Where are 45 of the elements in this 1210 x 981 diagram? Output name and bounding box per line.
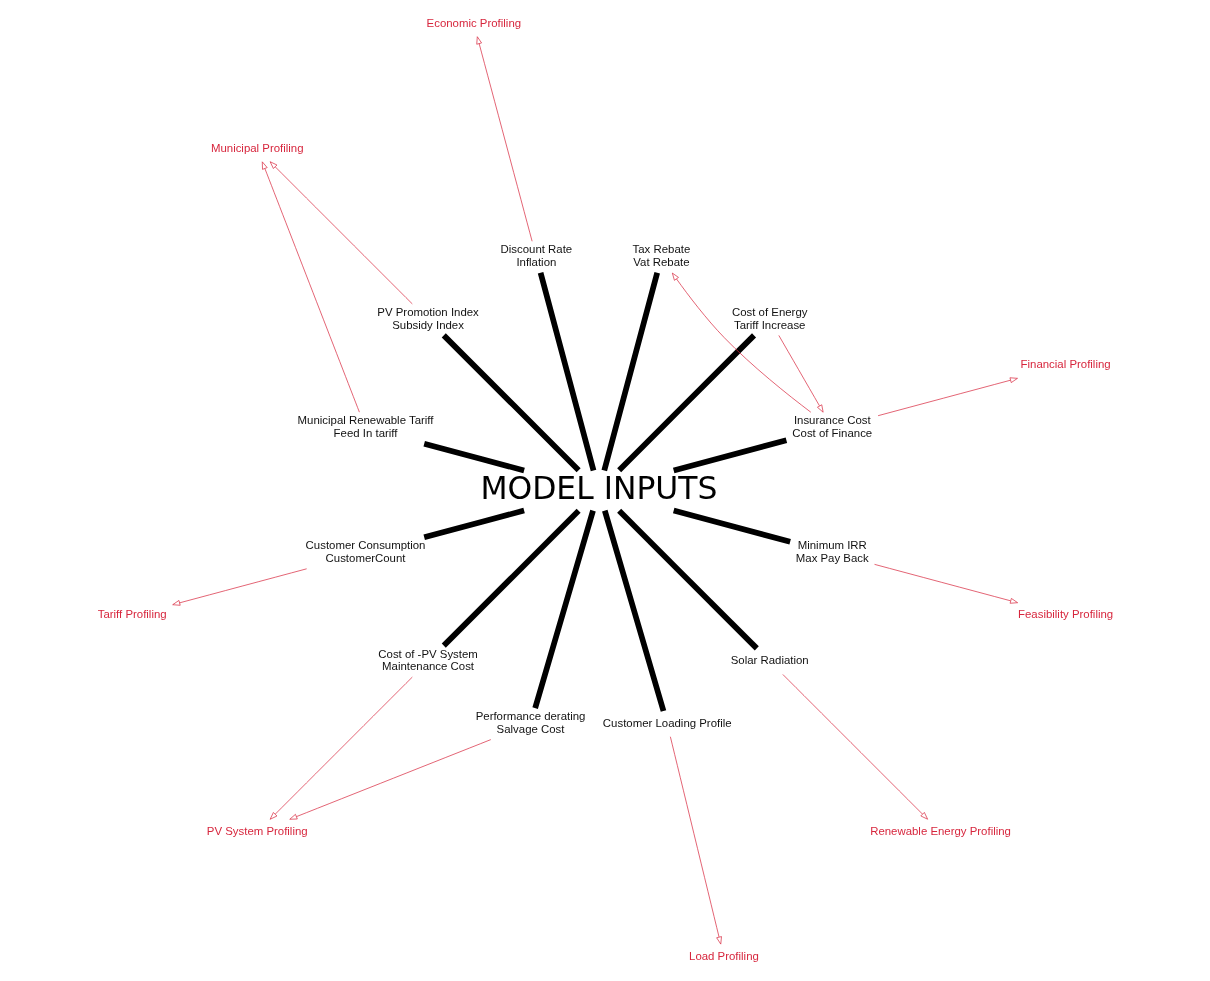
connector	[441, 508, 581, 648]
arrow	[782, 674, 928, 820]
arrow	[269, 161, 413, 305]
connector	[616, 508, 759, 651]
connector	[616, 333, 756, 473]
arrow	[475, 36, 532, 242]
connector	[441, 333, 581, 473]
node-text: Tax Rebate Vat Rebate	[632, 243, 690, 269]
node-text: Customer Loading Profile	[602, 716, 732, 729]
connector	[537, 272, 596, 472]
connector	[672, 437, 787, 474]
node-text: Cost of Energy Tariff Increase	[731, 305, 807, 331]
arrow	[669, 736, 722, 945]
node-text: Renewable Energy Profiling	[869, 824, 1011, 837]
node-text: Performance derating Salvage Cost	[475, 710, 585, 735]
node-text: PV System Profiling	[206, 824, 308, 837]
node-text: MODEL INPUTS	[479, 469, 717, 506]
arrow	[269, 676, 413, 820]
connector	[601, 509, 666, 712]
node-text: Economic Profiling	[426, 16, 521, 29]
node-text: Load Profiling	[688, 949, 759, 962]
connector	[672, 507, 791, 545]
connector	[601, 272, 660, 472]
connector	[422, 507, 525, 541]
arrow	[671, 272, 811, 413]
arrow	[171, 568, 307, 606]
node-text: Insurance Cost Cost of Finance	[791, 414, 872, 440]
node-text: Financial Profiling	[1020, 358, 1111, 371]
connector	[531, 509, 596, 709]
node-text: Municipal Profiling	[210, 141, 304, 154]
node-text: Tariff Profiling	[97, 608, 167, 621]
node-text: Minimum IRR Max Pay Back	[795, 539, 869, 565]
arrow	[261, 161, 360, 413]
connector	[422, 440, 525, 474]
arrow	[777, 335, 823, 413]
node-text: Discount Rate Inflation	[500, 243, 572, 269]
node-text: Municipal Renewable Tariff Feed In tariff	[297, 414, 433, 440]
arrow	[288, 739, 491, 820]
node-text: Solar Radiation	[730, 654, 809, 667]
arrow	[873, 564, 1018, 604]
arrow	[877, 377, 1018, 417]
node-text: Cost of -PV System Maintenance Cost	[377, 647, 478, 673]
node-text: Feasibility Profiling	[1017, 608, 1113, 621]
node-text: PV Promotion Index Subsidy Index	[376, 305, 479, 331]
node-text: Customer Consumption CustomerCount	[305, 539, 425, 565]
